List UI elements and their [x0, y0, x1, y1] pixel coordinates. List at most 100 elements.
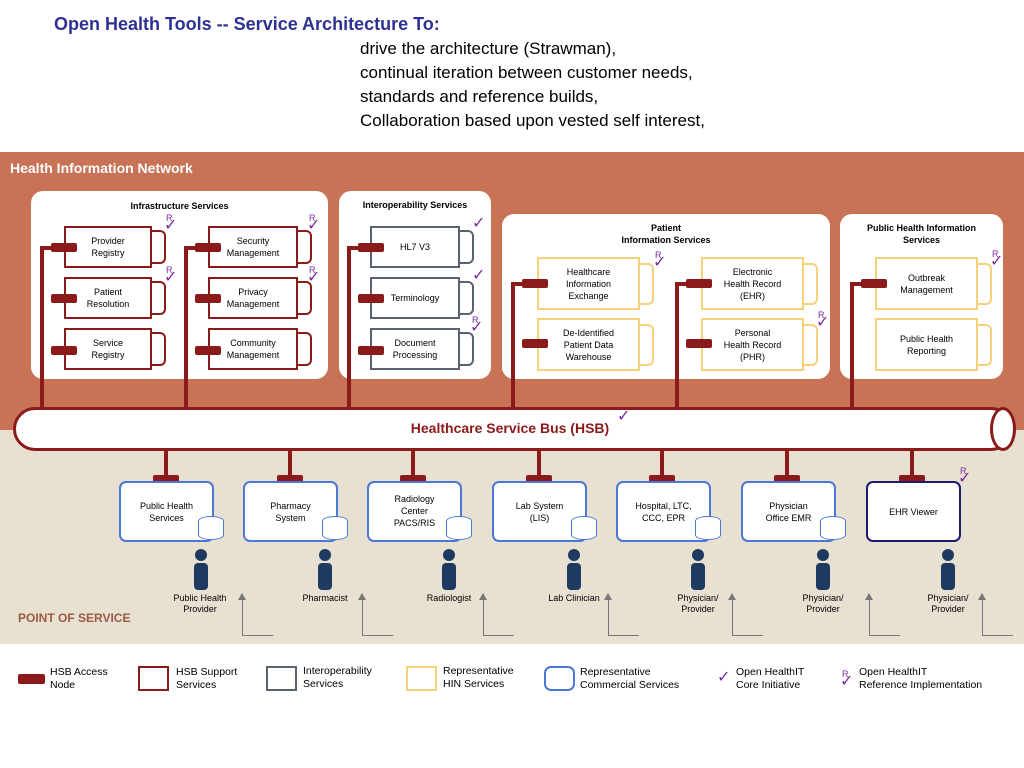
- hsb-connector-line: [910, 451, 914, 475]
- hsb-access-node: [686, 279, 712, 288]
- legend-interop-label: Interoperability Services: [303, 665, 372, 690]
- hsb-connector-line: [347, 246, 359, 250]
- interoperability-services-title: Interoperability Services: [362, 200, 468, 210]
- legend-commercial-label: Representative Commercial Services: [580, 666, 680, 691]
- service-shape-tab: [978, 263, 992, 305]
- hl7-v3-service[interactable]: HL7 V3: [370, 226, 460, 268]
- system-label: EHR Viewer: [889, 506, 938, 517]
- check-icon: ✓: [990, 253, 1004, 270]
- hsb-connector-line: [184, 246, 188, 410]
- reference-implementation-mark: R: [992, 249, 999, 259]
- check-icon: ✓: [840, 673, 854, 690]
- legend-ref-label: Open HealthIT Reference Implementation: [859, 666, 983, 691]
- personal-health-record-service[interactable]: Personal Health Record (PHR): [701, 318, 804, 371]
- network-title: Health Information Network: [10, 160, 193, 176]
- document-processing-service[interactable]: Document Processing: [370, 328, 460, 370]
- legend-access-node-label: HSB Access Node: [50, 666, 108, 691]
- hsb-access-node: [522, 279, 548, 288]
- reference-implementation-mark: R: [166, 265, 173, 275]
- person-icon: [691, 549, 705, 590]
- public-health-information-services-title: Public Health Information Services: [866, 223, 976, 245]
- check-icon: ✓: [472, 215, 486, 232]
- person-icon: [567, 549, 581, 590]
- hsb-connector-line: [184, 246, 196, 250]
- hsb-connector-line: [850, 282, 854, 410]
- hsb-connector-line: [785, 451, 789, 475]
- arrow-icon: [358, 593, 393, 636]
- hsb-access-node: [861, 279, 887, 288]
- legend-hin-swatch: [406, 666, 437, 691]
- infrastructure-services-title: Infrastructure Services: [130, 201, 229, 211]
- hsb-access-node: [358, 294, 384, 303]
- patient-resolution-service[interactable]: Patient Resolution: [64, 277, 152, 319]
- service-label: Security Management: [226, 236, 280, 258]
- system-label: Public Health Services: [139, 501, 194, 523]
- person-icon: [442, 549, 456, 590]
- check-icon: ✓: [653, 254, 667, 271]
- hsb-access-node: [400, 475, 426, 484]
- service-shape-tab: [804, 263, 818, 305]
- service-registry-service[interactable]: Service Registry: [64, 328, 152, 370]
- reference-implementation-mark: R: [818, 310, 825, 320]
- legend-access-node-swatch: [18, 674, 45, 684]
- hsb-access-node: [51, 346, 77, 355]
- security-management-service[interactable]: Security Management: [208, 226, 298, 268]
- goal-line: continual iteration between customer nee…: [360, 63, 693, 82]
- reference-implementation-mark: R: [842, 669, 849, 679]
- person-icon: [941, 549, 955, 590]
- hsb-connector-line: [511, 282, 515, 410]
- person-icon: [194, 549, 208, 590]
- hsb-connector-line: [40, 246, 52, 250]
- hsb-access-node: [51, 243, 77, 252]
- hsb-access-node: [51, 294, 77, 303]
- public-health-reporting-service[interactable]: Public Health Reporting: [875, 318, 978, 371]
- service-shape-tab: [298, 332, 312, 366]
- ehr-viewer-system[interactable]: EHR Viewer: [866, 481, 961, 542]
- community-management-service[interactable]: Community Management: [208, 328, 298, 370]
- arrow-icon: [479, 593, 514, 636]
- person-label: Pharmacist: [302, 593, 348, 603]
- service-label: Healthcare Information Exchange: [565, 266, 612, 301]
- hsb-access-node: [195, 243, 221, 252]
- service-label: Provider Registry: [91, 236, 125, 258]
- system-label: Pharmacy System: [270, 501, 311, 523]
- reference-implementation-mark: R: [166, 213, 173, 223]
- system-label: Hospital, LTC, CCC, EPR: [635, 501, 692, 523]
- hsb-connector-line: [850, 282, 862, 286]
- de-identified-patient-data-warehouse-service[interactable]: De-Identified Patient Data Warehouse: [537, 318, 640, 371]
- privacy-management-service[interactable]: Privacy Management: [208, 277, 298, 319]
- public-health-services-system[interactable]: Public Health Services: [119, 481, 214, 542]
- database-icon: [571, 516, 597, 540]
- hsb-connector-line: [537, 451, 541, 475]
- hsb-access-node: [522, 339, 548, 348]
- hsb-connector-line: [40, 246, 44, 410]
- hsb-connector-line: [660, 451, 664, 475]
- outbreak-management-service[interactable]: Outbreak Management: [875, 257, 978, 310]
- arrow-icon: [604, 593, 639, 636]
- pharmacy-system[interactable]: Pharmacy System: [243, 481, 338, 542]
- service-label: Patient Resolution: [86, 287, 130, 309]
- person-label: Physician/ Provider: [802, 593, 844, 614]
- hsb-connector-line: [511, 282, 523, 286]
- service-shape-tab: [460, 332, 474, 366]
- legend-commercial-swatch: [544, 666, 575, 691]
- reference-implementation-mark: R: [472, 315, 479, 325]
- person-icon: [816, 549, 830, 590]
- check-icon: ✓: [307, 217, 321, 234]
- legend-core-label: Open HealthIT Core Initiative: [736, 666, 805, 691]
- check-icon: ✓: [164, 269, 178, 286]
- hsb-access-node: [277, 475, 303, 484]
- hsb-access-node: [358, 346, 384, 355]
- electronic-health-record-service[interactable]: Electronic Health Record (EHR): [701, 257, 804, 310]
- hsb-access-node: [649, 475, 675, 484]
- hsb-access-node: [899, 475, 925, 484]
- provider-registry-service[interactable]: Provider Registry: [64, 226, 152, 268]
- check-icon: ✓: [472, 267, 486, 284]
- person-label: Public Health Provider: [173, 593, 227, 614]
- healthcare-information-exchange-service[interactable]: Healthcare Information Exchange: [537, 257, 640, 310]
- database-icon: [322, 516, 348, 540]
- person-label: Radiologist: [426, 593, 472, 603]
- hsb-access-node: [195, 294, 221, 303]
- check-icon: ✓: [307, 269, 321, 286]
- reference-implementation-mark: R: [960, 466, 967, 476]
